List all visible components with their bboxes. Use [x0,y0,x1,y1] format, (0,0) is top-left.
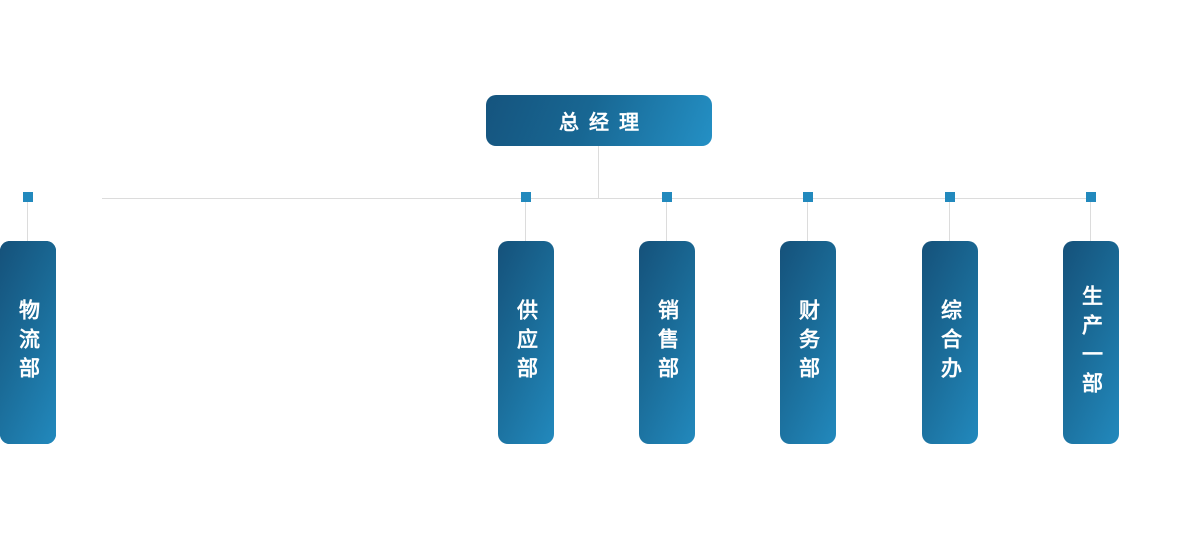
dept-column-supply: 供应部 [498,192,554,444]
dept-node-supply: 供应部 [498,241,554,444]
dept-column-finance: 财务部 [780,192,836,444]
junction-square [521,192,531,202]
root-stem-connector [598,146,599,198]
dept-column-general-office: 综合办 [922,192,978,444]
dept-node-production-1: 生产一部 [1063,241,1119,444]
junction-square [803,192,813,202]
dept-column-production-1: 生产一部 [1063,192,1119,444]
drop-connector [666,202,667,241]
dept-node-label: 生产一部 [1079,284,1103,401]
dept-column-logistics: 物流部 [0,192,56,444]
root-node-general-manager: 总经理 [486,95,712,146]
drop-connector [807,202,808,241]
horizontal-connector [102,198,1091,199]
drop-connector [27,202,28,241]
dept-node-label: 财务部 [796,299,820,386]
junction-square [23,192,33,202]
junction-square [1086,192,1096,202]
dept-node-finance: 财务部 [780,241,836,444]
junction-square [662,192,672,202]
junction-square [945,192,955,202]
dept-node-general-office: 综合办 [922,241,978,444]
dept-node-label: 供应部 [514,299,538,386]
dept-node-logistics: 物流部 [0,241,56,444]
drop-connector [1090,202,1091,241]
drop-connector [949,202,950,241]
dept-node-label: 销售部 [655,299,679,386]
root-node-label: 总经理 [559,112,649,134]
dept-column-sales: 销售部 [639,192,695,444]
dept-node-label: 物流部 [16,299,40,386]
drop-connector [525,202,526,241]
dept-node-sales: 销售部 [639,241,695,444]
dept-node-label: 综合办 [938,299,962,386]
